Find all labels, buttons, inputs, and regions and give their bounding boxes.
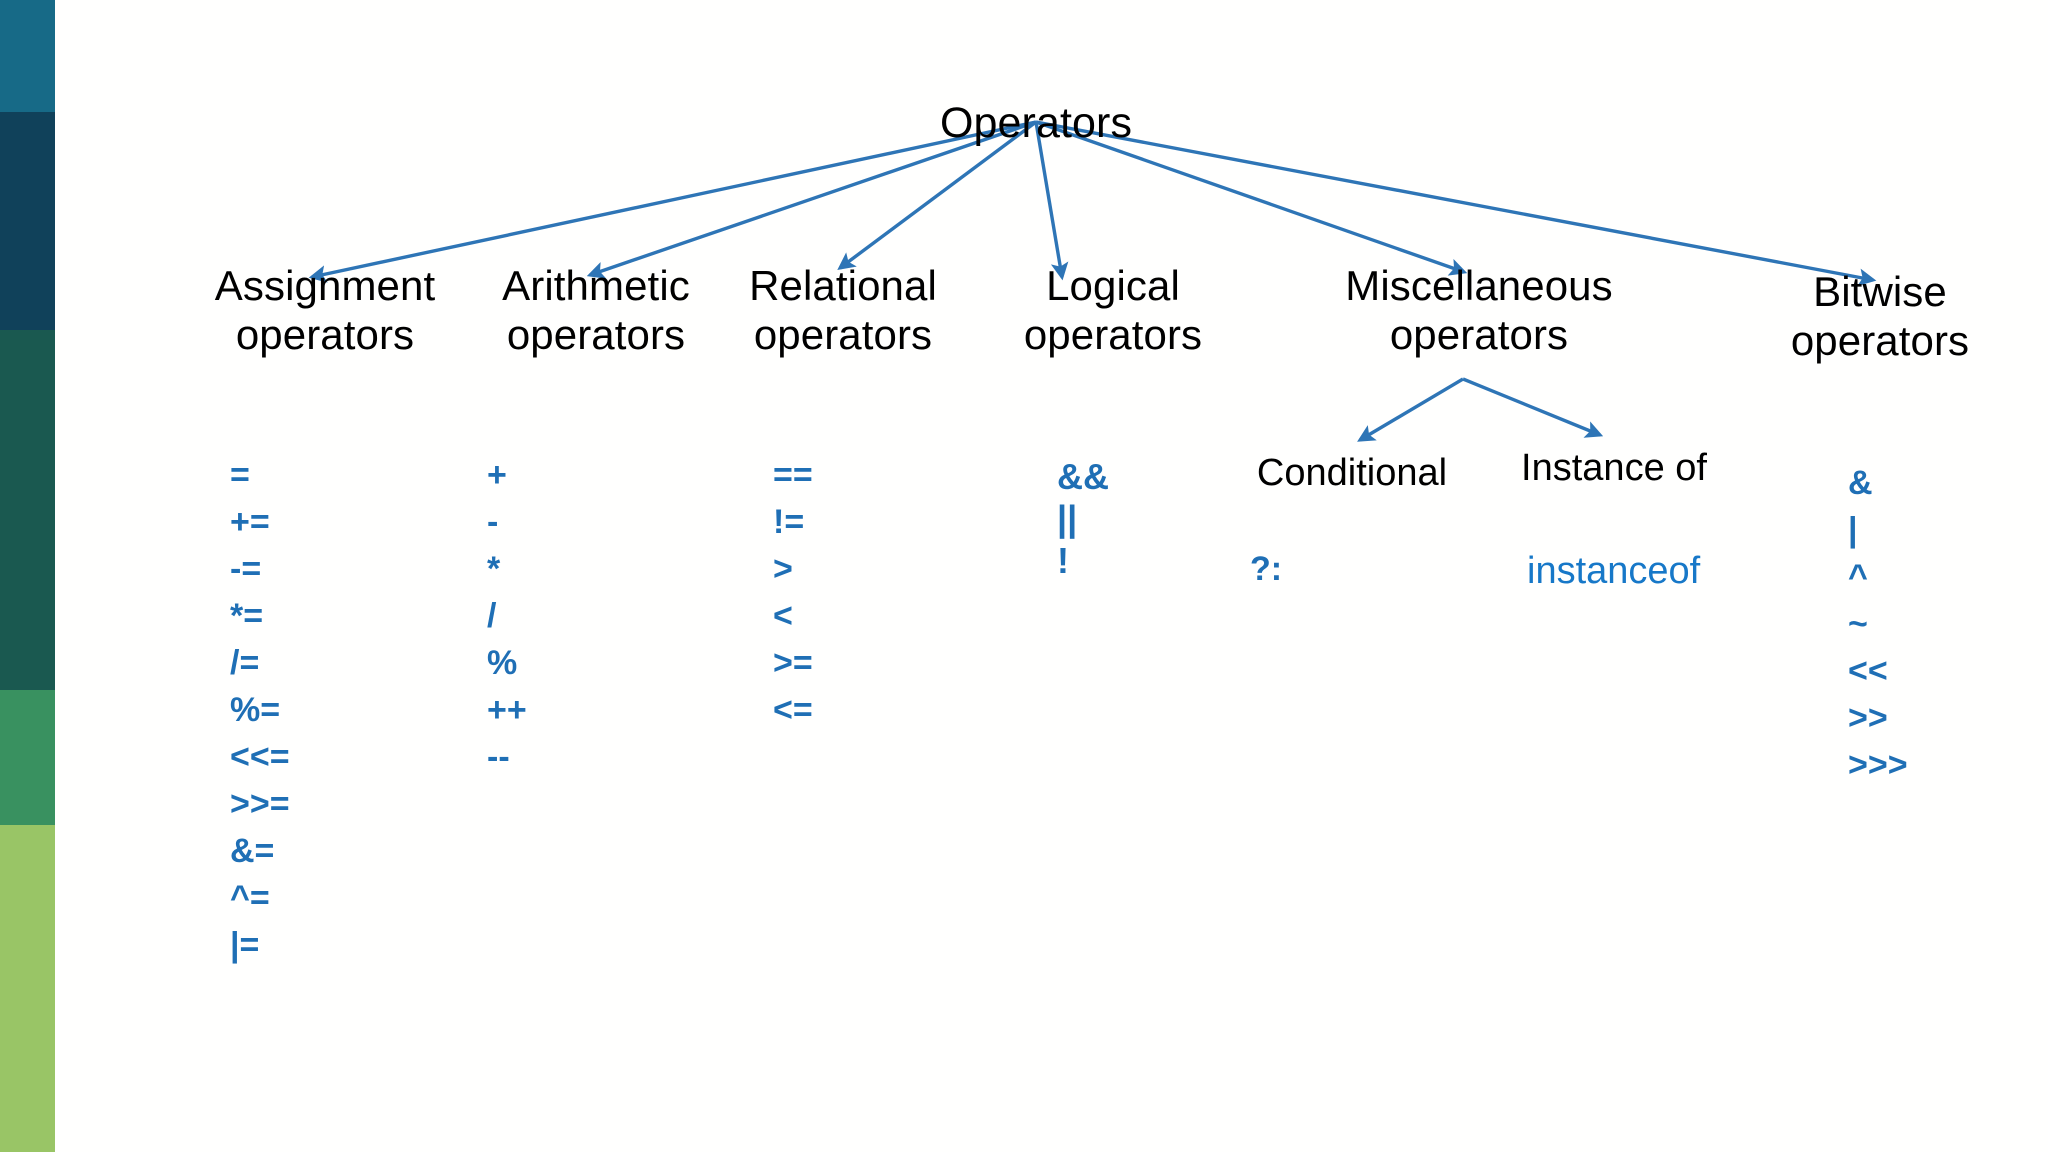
operator-list-assignment: = += -= *= /= %= <<= >>= &= ^= |= bbox=[230, 456, 290, 964]
node-conditional-label: Conditional bbox=[1256, 452, 1448, 494]
operator-list-relational: == != > < >= <= bbox=[773, 456, 813, 729]
operator-list-bitwise: & | ^ ~ << >> >>> bbox=[1848, 464, 1908, 784]
decorative-color-sidebar bbox=[0, 0, 55, 1152]
band-dark-navy bbox=[0, 112, 55, 330]
node-arithmetic-label: Arithmetic operators bbox=[502, 262, 690, 358]
keyword-instance-of: instanceof bbox=[1527, 550, 1701, 592]
band-dark-green bbox=[0, 330, 55, 690]
node-operators-root-label: Operators bbox=[939, 98, 1133, 147]
arrow-miscellaneous-to-instance-of bbox=[1462, 377, 1604, 438]
operator-list-logical: && || ! bbox=[1057, 456, 1109, 581]
node-instance-of-label: Instance of bbox=[1521, 447, 1707, 489]
band-light-green bbox=[0, 825, 55, 1152]
node-relational-label: Relational operators bbox=[749, 262, 937, 358]
band-teal bbox=[0, 0, 55, 112]
node-operators-root: Operators bbox=[736, 49, 1336, 149]
node-miscellaneous-label: Miscellaneous operators bbox=[1345, 262, 1613, 358]
operator-list-arithmetic: + - * / % ++ -- bbox=[487, 456, 527, 776]
node-assignment-label: Assignment operators bbox=[214, 262, 436, 358]
node-logical-label: Logical operators bbox=[1023, 262, 1203, 358]
arrow-miscellaneous-to-conditional bbox=[1357, 377, 1464, 442]
band-mid-green bbox=[0, 690, 55, 825]
node-bitwise-label: Bitwise operators bbox=[1790, 268, 1970, 364]
operator-conditional: ?: bbox=[1250, 550, 1283, 588]
